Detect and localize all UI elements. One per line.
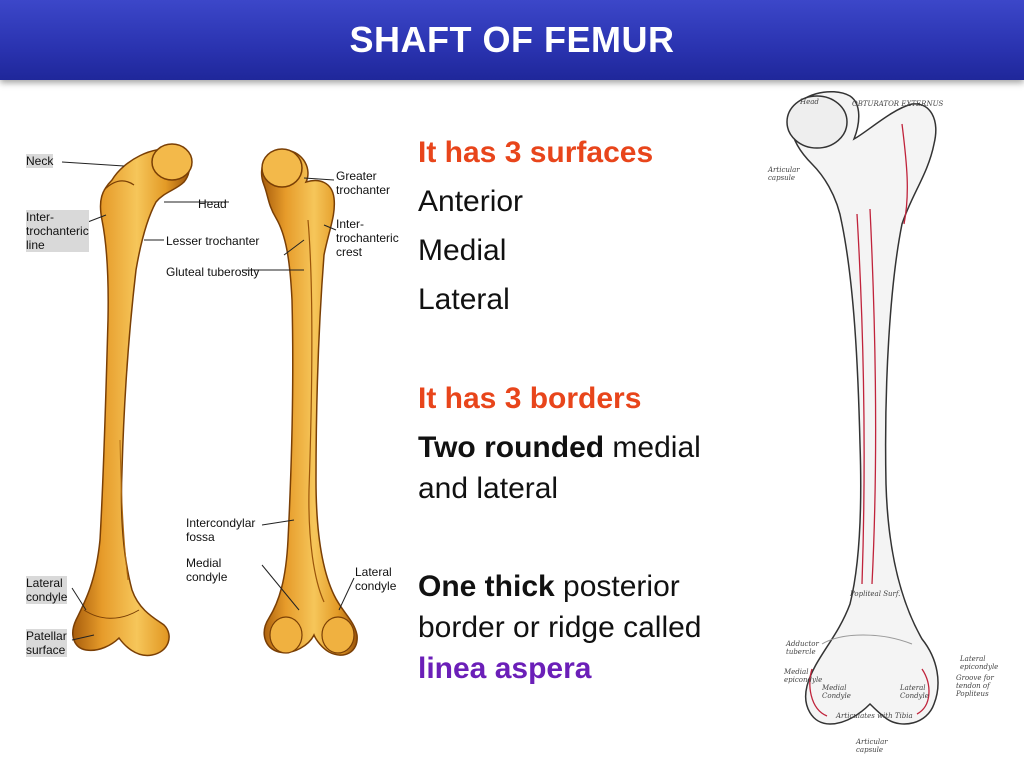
label-greater-trochanter-2: trochanter: [336, 183, 391, 197]
right-label-lateral-condyle-2: Condyle: [900, 692, 929, 700]
label-greater-trochanter-1: Greater: [336, 169, 377, 183]
right-label-lateral-epicondyle-2: epicondyle: [960, 663, 999, 671]
linea-aspera: linea aspera: [418, 652, 592, 685]
right-label-groove: Groove for tendon of Popliteus: [956, 674, 994, 698]
right-label-articular-capsule-bottom-2: capsule: [856, 746, 884, 754]
right-label-adductor-tubercle-1: Adductor: [786, 640, 819, 648]
right-label-groove-1: Groove for: [956, 674, 994, 682]
right-label-groove-2: tendon of: [956, 682, 990, 690]
label-intercondylar-fossa-2: fossa: [186, 530, 215, 544]
label-head: Head: [198, 197, 227, 211]
right-label-medial-condyle-2: Condyle: [822, 692, 851, 700]
label-lateral-condyle-left-1: Lateral: [26, 576, 63, 590]
label-lateral-condyle-right: Lateral condyle: [355, 565, 396, 593]
label-intertrochanteric-line-2: trochanteric: [26, 224, 89, 238]
label-lateral-condyle-left-2: condyle: [26, 590, 68, 604]
border-rounded-line1: Two rounded medial: [418, 429, 701, 467]
label-lateral-condyle-right-2: condyle: [355, 579, 397, 593]
slide-title: SHAFT OF FEMUR: [349, 19, 675, 60]
right-label-medial-condyle: Medial Condyle: [822, 684, 851, 700]
right-label-medial-condyle-1: Medial: [822, 684, 847, 692]
border-thick-rest: posterior: [554, 570, 680, 603]
right-label-articular-capsule-top-2: capsule: [768, 174, 796, 182]
right-label-lateral-epicondyle-1: Lateral: [960, 655, 986, 663]
femur-illustration-anterior-posterior: [53, 143, 358, 657]
label-patellar-surface-2: surface: [26, 643, 66, 657]
label-lateral-condyle-left: Lateral condyle: [26, 576, 68, 604]
label-lesser-trochanter: Lesser trochanter: [166, 234, 260, 248]
femur-outline: [786, 91, 939, 725]
label-neck: Neck: [26, 154, 54, 168]
label-intertrochanteric-line-3: line: [26, 238, 45, 252]
border-rounded-bold: Two rounded: [418, 431, 605, 464]
label-medial-condyle: Medial condyle: [186, 556, 227, 584]
label-intertrochanteric-crest: Inter- trochanteric crest: [336, 217, 399, 259]
label-intertrochanteric-crest-2: trochanteric: [336, 231, 399, 245]
anterior-femur: [72, 143, 193, 657]
label-lateral-condyle-right-1: Lateral: [355, 565, 392, 579]
border-rounded-rest: medial: [604, 431, 701, 464]
right-label-articulates-with-tibia: Articulates with Tibia: [836, 712, 913, 720]
femur-posterior-drawing: [786, 91, 939, 725]
right-label-medial-epicondyle: Medial epicondyle: [784, 668, 822, 684]
right-label-lateral-epicondyle: Lateral epicondyle: [960, 655, 998, 671]
right-label-obturator-externus: OBTURATOR EXTERNUS: [852, 100, 944, 108]
posterior-femur: [260, 148, 358, 656]
label-patellar-surface: Patellar surface: [26, 629, 67, 657]
label-medial-condyle-1: Medial: [186, 556, 222, 570]
surface-lateral: Lateral: [418, 283, 510, 316]
right-label-head: Head: [800, 98, 819, 106]
label-greater-trochanter: Greater trochanter: [336, 169, 390, 197]
label-patellar-surface-1: Patellar: [26, 629, 67, 643]
right-label-articular-capsule-top: Articular capsule: [768, 166, 800, 182]
label-intertrochanteric-line: Inter- trochanteric line: [26, 210, 89, 252]
right-label-medial-epicondyle-2: epicondyle: [784, 676, 823, 684]
label-intertrochanteric-line-1: Inter-: [26, 210, 55, 224]
right-label-medial-epicondyle-1: Medial: [784, 668, 809, 676]
right-label-lateral-condyle: Lateral Condyle: [900, 684, 929, 700]
right-label-articular-capsule-bottom-1: Articular: [856, 738, 888, 746]
right-label-articular-capsule-bottom: Articular capsule: [856, 738, 888, 754]
border-rounded-line2: and lateral: [418, 472, 559, 505]
border-thick-line1: One thick posterior: [418, 568, 680, 606]
label-intertrochanteric-crest-3: crest: [336, 245, 363, 259]
right-label-lateral-condyle-1: Lateral: [900, 684, 926, 692]
label-intertrochanteric-crest-1: Inter-: [336, 217, 365, 231]
right-label-groove-3: Popliteus: [956, 690, 989, 698]
label-intercondylar-fossa: Intercondylar fossa: [186, 516, 255, 544]
label-intercondylar-fossa-1: Intercondylar: [186, 516, 256, 530]
borders-heading: It has 3 borders: [418, 382, 642, 415]
surface-medial: Medial: [418, 234, 507, 267]
label-gluteal-tuberosity: Gluteal tuberosity: [166, 265, 260, 279]
right-label-adductor-tubercle: Adductor tubercle: [786, 640, 819, 656]
right-label-adductor-tubercle-2: tubercle: [786, 648, 816, 656]
surfaces-heading: It has 3 surfaces: [418, 136, 654, 169]
border-thick-bold: One thick: [418, 570, 555, 603]
surface-anterior: Anterior: [418, 185, 524, 218]
border-thick-line2: border or ridge called: [418, 611, 702, 644]
leader-lines: [53, 161, 355, 641]
right-label-popliteal-surface: Popliteal Surf.: [850, 590, 901, 598]
label-medial-condyle-2: condyle: [186, 570, 228, 584]
right-label-articular-capsule-top-1: Articular: [768, 166, 800, 174]
title-bar: [0, 0, 1024, 80]
